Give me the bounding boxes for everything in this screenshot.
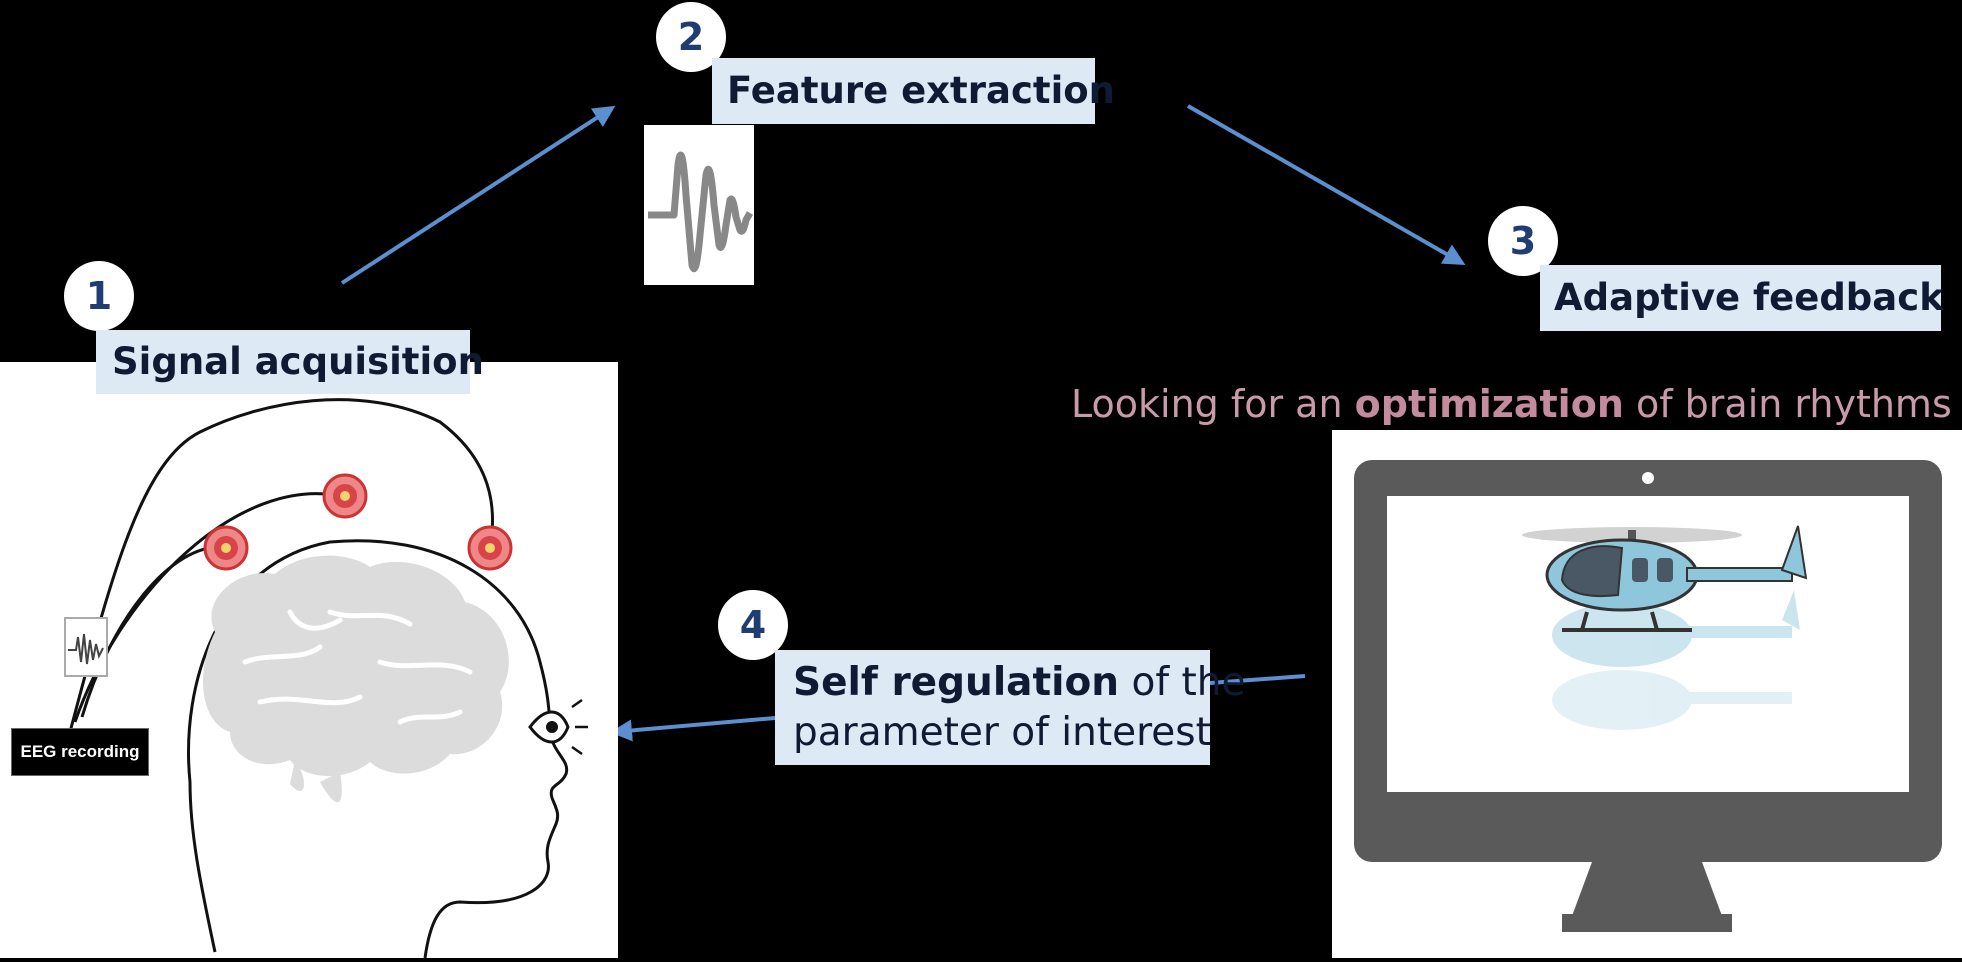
brain-icon <box>203 555 509 803</box>
electrode-icon <box>203 473 513 571</box>
eeg-recording-label: EEG recording <box>11 728 149 776</box>
feedback-monitor-panel <box>1332 430 1962 958</box>
step-1-number: 1 <box>64 261 134 331</box>
step-4-rest: of the <box>1119 660 1246 705</box>
step-2-label: Feature extraction <box>712 58 1115 124</box>
tagline-bold: optimization <box>1354 382 1624 426</box>
helicopter-icon <box>1552 670 1792 730</box>
step-1-label: Signal acquisition <box>96 330 484 394</box>
feature-waveform-panel <box>644 125 754 285</box>
optimization-tagline: Looking for an optimization of brain rhy… <box>1071 382 1952 426</box>
step-4-number: 4 <box>718 590 788 660</box>
step-3-number: 3 <box>1488 206 1558 276</box>
tagline-before: Looking for an <box>1071 382 1355 426</box>
eye-icon <box>528 698 588 756</box>
arrow-monitor-to-4 <box>1209 674 1306 685</box>
step-3-label: Adaptive feedback <box>1540 265 1944 331</box>
arrow-4-to-head <box>610 716 776 742</box>
monitor-icon <box>1354 460 1942 932</box>
waveform-icon <box>648 151 754 273</box>
step-4-bold: Self regulation <box>793 660 1120 705</box>
signal-acquisition-panel: EEG recording <box>0 362 618 958</box>
step-4-label: Self regulation of the parameter of inte… <box>775 650 1245 765</box>
head-illustration <box>64 398 588 958</box>
waveform-icon <box>64 617 108 677</box>
step-4-line-1: Self regulation of the <box>793 658 1245 708</box>
step-4-line-2: parameter of interest <box>793 710 1211 755</box>
arrow-2-to-3 <box>1187 104 1466 265</box>
arrow-1-to-2 <box>340 105 616 285</box>
helicopter-icon <box>1522 525 1808 632</box>
tagline-after: of brain rhythms <box>1623 382 1952 426</box>
